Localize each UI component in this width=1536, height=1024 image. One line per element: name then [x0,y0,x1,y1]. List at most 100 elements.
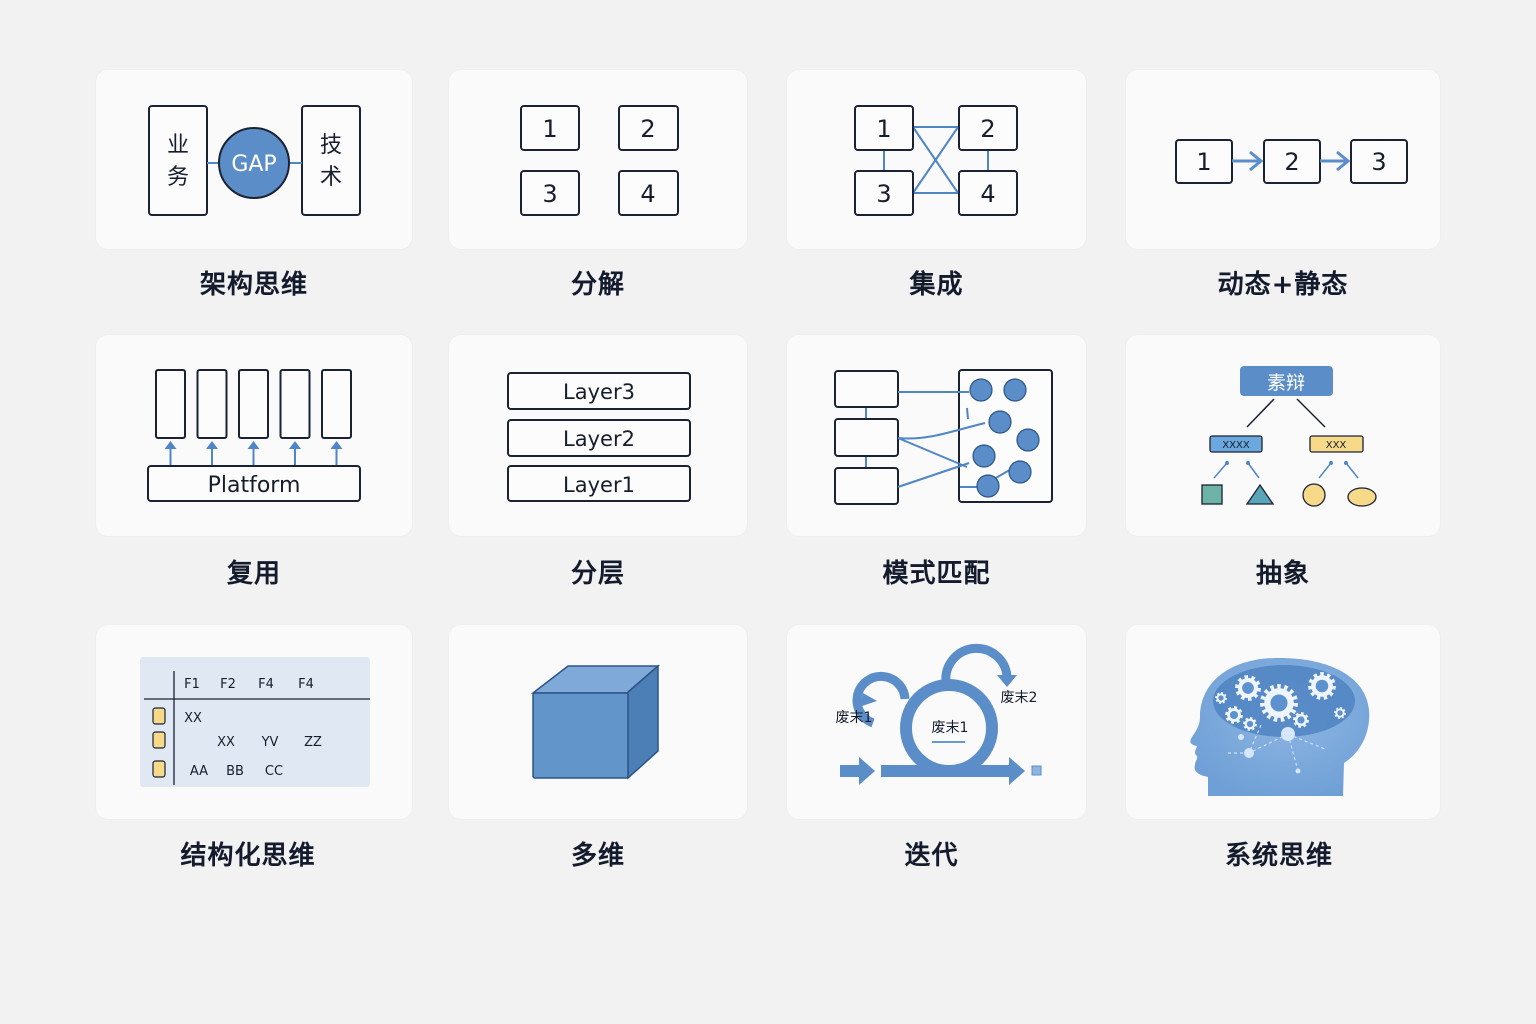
box-3-label: 3 [1371,148,1386,176]
card-integration[interactable]: 1 2 3 4 [787,70,1086,249]
platform-label: Platform [208,473,301,498]
label-multi-dimensional: 多维 [570,841,625,871]
module-group [155,369,352,466]
row-marker [152,707,166,725]
arrow-head-icon [859,693,877,707]
layer-1-box [507,465,691,502]
arrow-head-icon [859,757,875,785]
table-background [140,657,370,787]
box-3-label: 3 [876,180,891,208]
label-architecture-thinking: 架构思维 [199,270,308,300]
exit-arrow-shaft [881,765,1013,777]
table-cell: AA [190,764,208,779]
tree-edge [1296,398,1326,428]
table-cell: BB [226,764,244,779]
gear-hub [1337,710,1343,716]
label-pattern-matching: 模式匹配 [882,559,991,589]
box-1 [854,105,914,151]
neuron-node [1281,727,1295,741]
root-node [1240,366,1333,396]
pattern-node [1016,428,1040,452]
entry-arrow-shaft [840,765,862,777]
table-cell: ZZ [304,735,322,750]
card-decomposition[interactable]: 1 2 3 4 [449,70,747,249]
label-abstraction: 抽象 [1255,559,1310,589]
pattern-node [988,410,1012,434]
child-1-label: XXXX [1222,440,1250,451]
platform-box [147,465,361,502]
tree-edge [1318,462,1332,479]
pattern-node [976,474,1000,498]
card-pattern-matching[interactable] [787,335,1086,536]
edge-dot [1344,461,1348,465]
card-dynamic-static[interactable]: 1 2 3 [1126,70,1440,249]
box-2 [958,105,1018,151]
box-2-label: 2 [980,115,995,143]
card-abstraction[interactable]: 素辩 XXXX XXX [1126,335,1440,536]
child-node-1 [1209,435,1263,453]
business-char-2: 务 [167,165,189,190]
card-iteration[interactable]: 废末1 废末1 废末2 [787,625,1086,819]
arrow-up-icon [289,441,301,449]
arrow-head-icon [1009,757,1025,785]
box-3 [1350,139,1408,184]
card-layering[interactable]: Layer3 Layer2 Layer1 [449,335,747,536]
table-cell: CC [265,764,283,779]
technology-char-1: 技 [320,133,342,158]
left-loop-label: 废末1 [836,710,873,726]
technology-char-2: 术 [320,165,342,190]
label-integration: 集成 [909,270,964,300]
box-4 [618,170,679,216]
layer-3-box [507,372,691,410]
module-box [279,369,311,439]
tree-edge [1213,462,1228,479]
arrow-up-icon [247,441,260,449]
triangle-shape [1245,483,1275,505]
card-architecture-thinking[interactable]: 业 务 GAP 技 术 [96,70,412,249]
card-multi-dimensional[interactable] [449,625,747,819]
source-box-2 [834,418,899,457]
label-reuse: 复用 [226,559,281,589]
label-iteration: 迭代 [904,841,959,871]
edge-dot [1225,461,1229,465]
table-cell: XX [217,735,235,750]
module-box [196,369,228,439]
pattern-node [969,378,993,402]
card-reuse[interactable]: Platform [96,335,412,536]
technology-box [301,105,361,216]
box-2-label: 2 [1284,148,1299,176]
layer-3-label: Layer3 [563,380,635,404]
match-line [897,437,968,468]
pattern-matching-diagram [834,369,1053,505]
table-header-cell: F4 [298,677,314,692]
node-link [966,407,969,420]
decomposition-diagram: 1 2 3 4 [520,105,679,216]
table-header-cell: F4 [258,677,274,692]
arrow-up-icon [206,441,218,449]
layer-2-box [507,419,691,457]
match-curve [897,422,986,440]
gear-hub [1270,694,1288,712]
table-cell: YV [261,735,279,750]
gear-hub [1229,710,1239,720]
source-box-1 [834,370,899,408]
edge-dot [1246,461,1250,465]
box-3-label: 3 [542,180,557,208]
box-4 [958,170,1018,216]
pattern-node [972,444,996,468]
business-char-1: 业 [167,133,189,158]
layer-1-label: Layer1 [563,473,635,497]
architecture-gap-diagram: 业 务 GAP 技 术 [148,105,361,216]
reuse-diagram: Platform [147,369,361,502]
gap-text: GAP [231,152,276,177]
neuron-node [1244,748,1254,758]
label-layering: 分层 [570,559,625,589]
neuron-node [1295,768,1301,774]
module-box [155,369,186,439]
match-line [897,462,970,488]
square-shape [1201,484,1223,505]
card-systems-thinking[interactable] [1126,625,1440,819]
arrow-up-icon [164,441,177,449]
label-dynamic-static: 动态+静态 [1217,270,1349,300]
